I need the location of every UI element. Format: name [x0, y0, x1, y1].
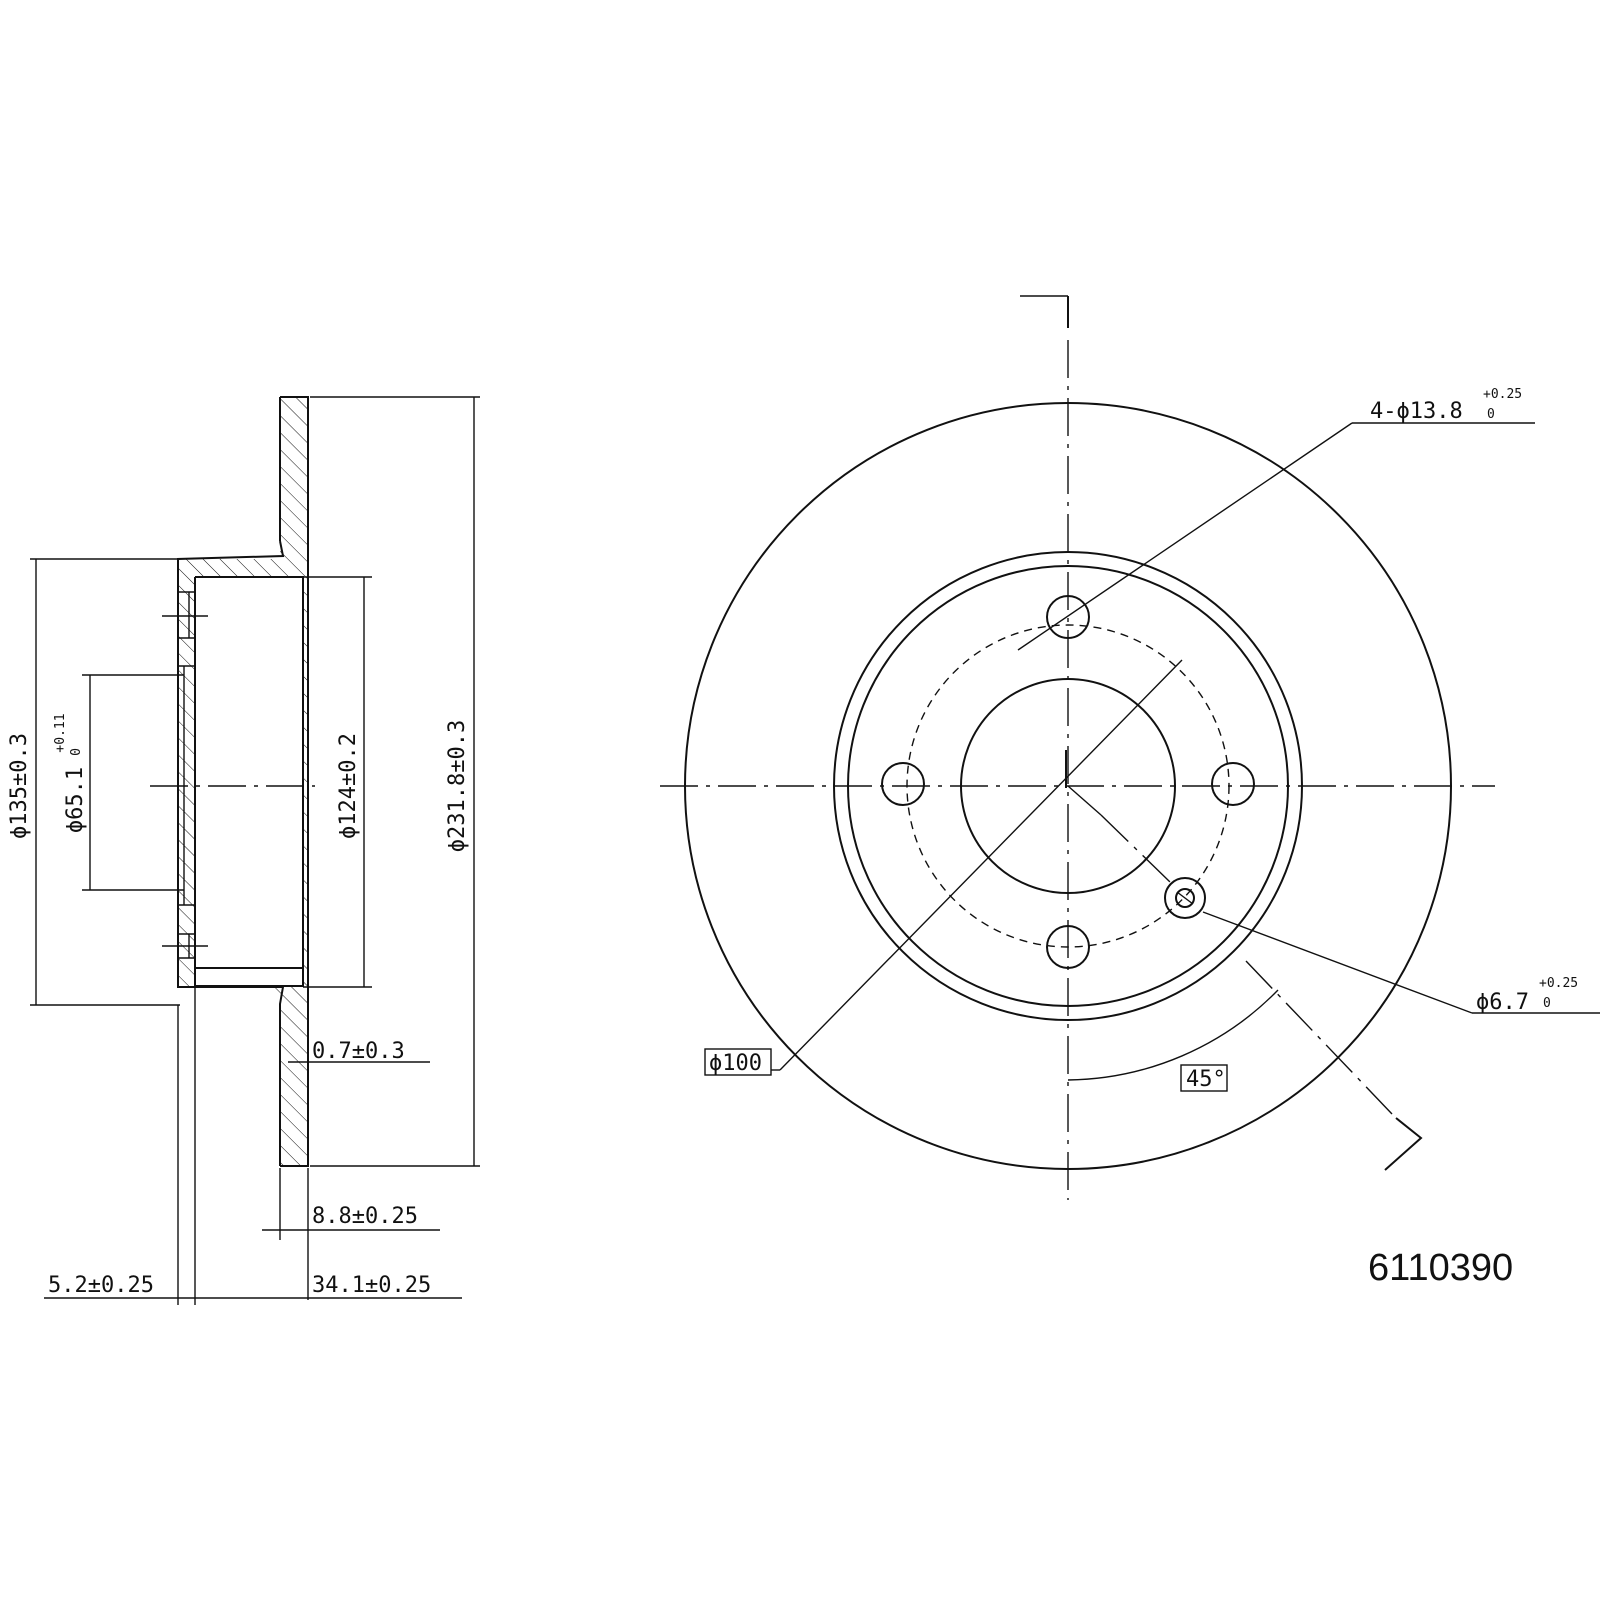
dim-runout: 0.7±0.3	[312, 1039, 405, 1064]
section-marker-bottom	[1245, 960, 1423, 1171]
dim-hat-thickness: 5.2±0.25	[48, 1273, 154, 1298]
side-dimension-lines	[30, 396, 480, 1305]
center-bore-circle	[960, 678, 1176, 894]
dim-center-bore-tol-upper: +0.11	[53, 713, 68, 752]
bolt-holes-label: 4-ϕ13.8	[1370, 399, 1463, 424]
part-number: 6110390	[1368, 1247, 1513, 1289]
dim-thickness: 8.8±0.25	[312, 1204, 418, 1229]
dim-hat-diameter: ϕ135±0.3	[7, 733, 32, 839]
dim-inner-diameter: ϕ124±0.2	[336, 733, 361, 839]
bolt-circle	[906, 624, 1230, 948]
locating-hole-inner	[1175, 888, 1195, 908]
hat-inner-circle	[847, 565, 1289, 1007]
section-outline	[162, 396, 309, 1167]
dim-outer-diameter: ϕ231.8±0.3	[445, 720, 470, 852]
dim-total-height: 34.1±0.25	[312, 1273, 431, 1298]
small-hole-tol-lower: 0	[1543, 996, 1551, 1011]
bolt-holes-tol-upper: +0.25	[1483, 387, 1522, 402]
angle-label: 45°	[1186, 1067, 1226, 1092]
outer-rim-circle	[684, 402, 1452, 1170]
hat-outer-circle	[833, 551, 1303, 1021]
small-hole-tol-upper: +0.25	[1539, 976, 1578, 991]
section-hatch	[178, 397, 308, 1166]
section-marker-top	[1020, 295, 1069, 328]
bolt-hole-left	[881, 762, 925, 806]
bolt-hole-right	[1211, 762, 1255, 806]
bolt-hole-bottom	[1046, 925, 1090, 969]
pcd-label: ϕ100	[709, 1051, 762, 1076]
front-view: 4-ϕ13.8 +0.25 0 ϕ6.7 +0.25 0 ϕ100 45°	[660, 295, 1600, 1200]
leader-lines	[704, 422, 1600, 1092]
side-section-view: ϕ231.8±0.3 ϕ135±0.3 ϕ65.1 +0.11 0 ϕ124±0…	[7, 396, 480, 1305]
bolt-holes-tol-lower: 0	[1487, 407, 1495, 422]
locating-hole-outer	[1164, 877, 1206, 919]
dim-center-bore: ϕ65.1	[63, 767, 88, 833]
bolt-hole-top	[1046, 595, 1090, 639]
dim-center-bore-tol-lower: 0	[69, 748, 84, 756]
small-hole-label: ϕ6.7	[1476, 990, 1529, 1015]
